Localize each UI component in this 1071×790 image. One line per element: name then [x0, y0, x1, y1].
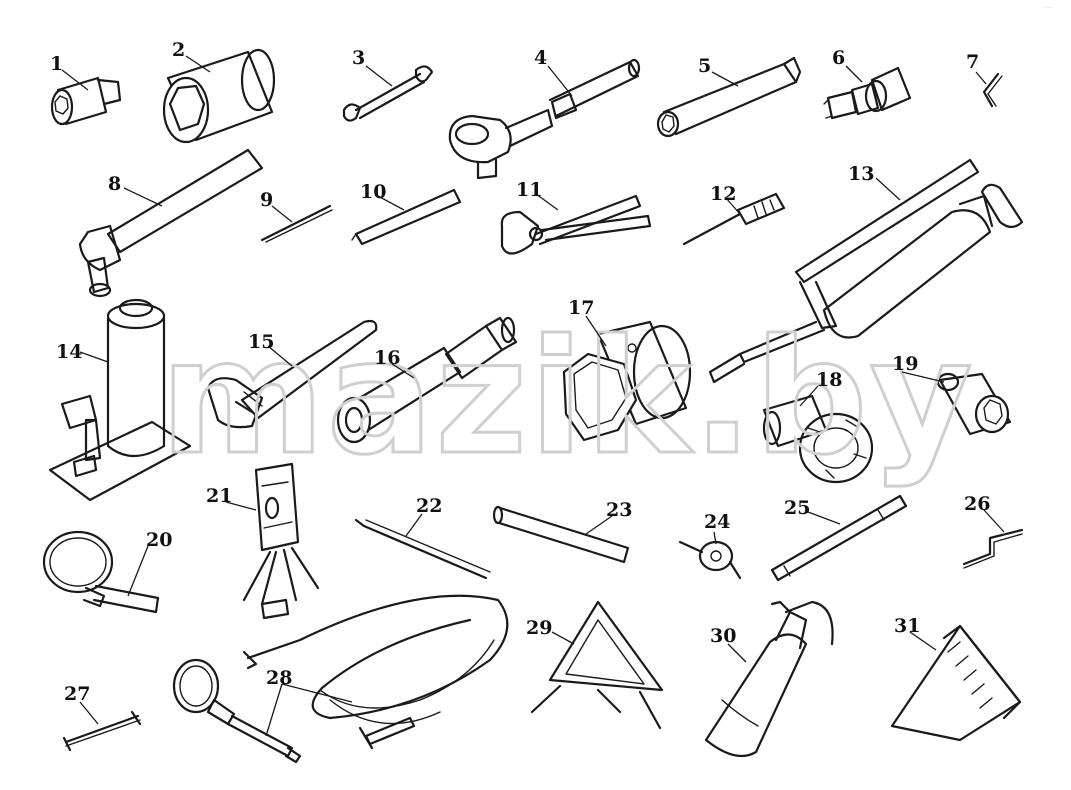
label-23: 23 [606, 499, 632, 521]
tool-4-ratchet [448, 58, 641, 180]
label-10: 10 [360, 181, 386, 203]
label-15: 15 [248, 331, 274, 353]
label-5: 5 [698, 55, 711, 77]
label-20: 20 [146, 529, 172, 551]
tool-9-punch [260, 204, 333, 243]
tool-12-screwdriver [682, 192, 786, 246]
label-28: 28 [266, 667, 292, 689]
label-22: 22 [416, 495, 442, 517]
label-26: 26 [964, 493, 990, 515]
label-27: 27 [64, 683, 90, 705]
label-17: 17 [568, 297, 594, 319]
tool-18-filter-wrench [762, 394, 874, 484]
label-21: 21 [206, 485, 232, 507]
label-8: 8 [108, 173, 121, 195]
tool-14-bottle-jack [48, 298, 192, 502]
label-18: 18 [816, 369, 842, 391]
label-4: 4 [534, 47, 547, 69]
corner-mark: ⁻⁻ [1043, 5, 1053, 15]
tool-31-wheel-chock [890, 624, 1022, 742]
tool-1-adapter [50, 76, 122, 126]
tool-20-strap-wrench [42, 530, 160, 614]
tool-6-universal-joint [823, 66, 912, 120]
label-13: 13 [848, 163, 874, 185]
label-11: 11 [516, 179, 542, 201]
tool-23-tube [492, 505, 630, 564]
tool-30-fire-extinguisher [704, 600, 834, 758]
tool-11-pliers [500, 194, 652, 255]
label-24: 24 [704, 511, 730, 533]
number-labels: 1 2 3 4 5 6 7 8 9 10 11 12 13 14 15 16 1… [50, 39, 990, 705]
tool-21-inspection-lamp [242, 462, 320, 620]
tool-8-hammer [78, 148, 264, 298]
tool-13-grease-gun [708, 158, 1024, 384]
tool-3-wrench [342, 65, 434, 122]
label-2: 2 [172, 39, 185, 61]
tool-15-adjustable-wrench [206, 319, 378, 429]
label-3: 3 [352, 47, 365, 69]
tool-2-socket [162, 48, 276, 144]
tool-10-chisel [351, 188, 462, 246]
label-7: 7 [966, 51, 979, 73]
label-16: 16 [374, 347, 400, 369]
label-1: 1 [50, 53, 63, 75]
label-12: 12 [710, 183, 736, 205]
label-6: 6 [832, 47, 845, 69]
label-9: 9 [260, 189, 273, 211]
tool-7-hex-key [982, 72, 1003, 108]
tool-29-warning-triangle [530, 600, 664, 730]
tool-28-pressure-gauge [172, 594, 509, 764]
label-25: 25 [784, 497, 810, 519]
tool-25-extension-bar [770, 494, 908, 582]
label-19: 19 [892, 353, 918, 375]
tool-24-valve-tool [678, 540, 742, 580]
leader-lines [61, 55, 1005, 737]
tool-17-filter-socket [562, 320, 692, 442]
tool-16-spark-plug-socket [336, 316, 518, 444]
label-29: 29 [526, 617, 552, 639]
tool-19-deep-socket [936, 372, 1012, 436]
tool-26-crank-handle [962, 528, 1024, 569]
tool-22-pry-bar [354, 518, 491, 580]
label-31: 31 [894, 615, 920, 637]
tool-5-extension [656, 56, 802, 138]
label-14: 14 [56, 341, 82, 363]
label-30: 30 [710, 625, 736, 647]
tool-27-small-extension [62, 710, 142, 752]
watermark: mazik.by [160, 306, 975, 490]
